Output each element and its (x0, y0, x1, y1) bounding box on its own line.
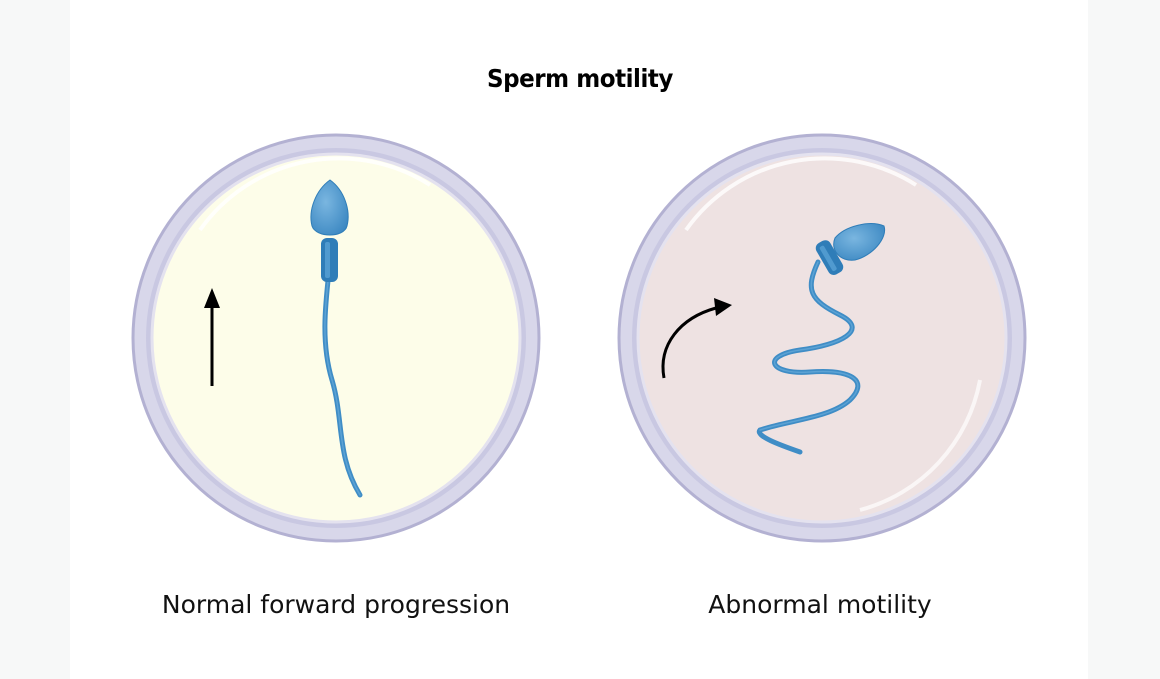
caption-abnormal: Abnormal motility (708, 590, 932, 619)
sperm-abnormal (756, 223, 886, 455)
petri-dish-normal (131, 133, 541, 543)
petri-dish-abnormal (617, 133, 1027, 543)
sperm-normal (310, 179, 363, 498)
figure-title: Sperm motility (487, 64, 673, 93)
arrow-curved-icon (661, 298, 732, 379)
caption-normal: Normal forward progression (161, 590, 511, 619)
arrow-forward-icon (204, 288, 220, 386)
